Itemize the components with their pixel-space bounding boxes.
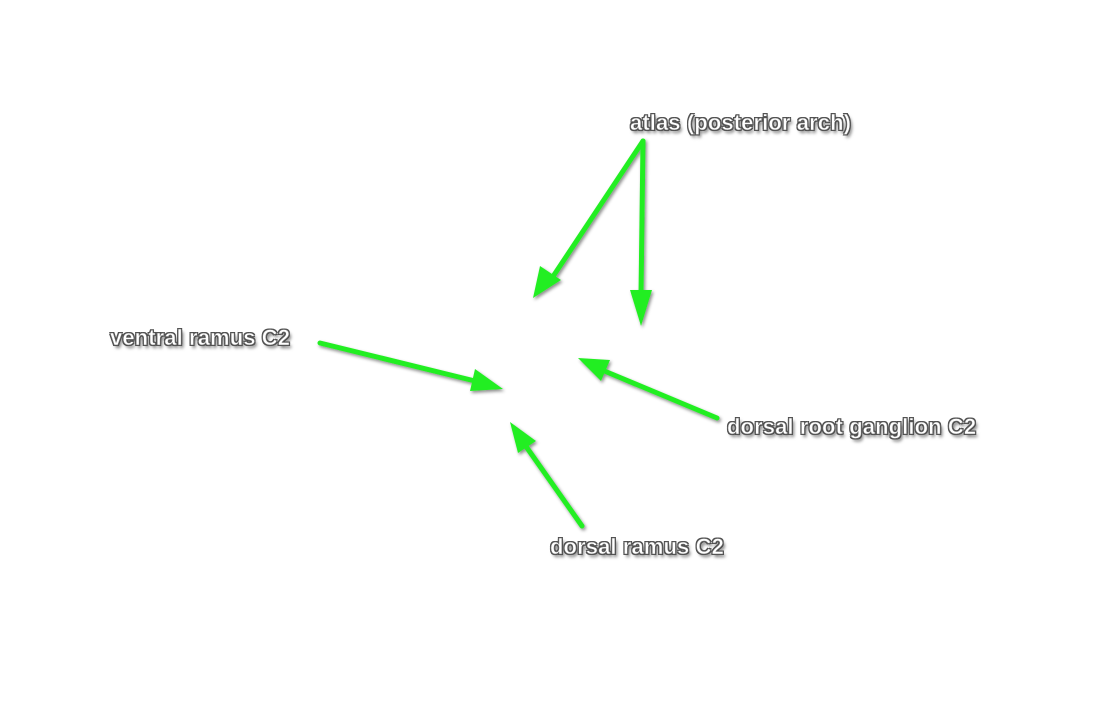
arrow-atlas-down [630, 138, 652, 326]
label-ventral-ramus-c2: ventral ramus C2 [110, 325, 291, 350]
label-dorsal-root-ganglion-c2: dorsal root ganglion C2 [727, 414, 977, 439]
arrow-ventral-ramus [317, 340, 503, 391]
arrow-dorsal-ramus [510, 422, 585, 529]
arrow-atlas-left [533, 138, 646, 298]
label-atlas-posterior-arch: atlas (posterior arch) [630, 110, 852, 135]
arrow-dorsal-root-ganglion [578, 358, 720, 421]
label-dorsal-ramus-c2: dorsal ramus C2 [550, 534, 724, 559]
